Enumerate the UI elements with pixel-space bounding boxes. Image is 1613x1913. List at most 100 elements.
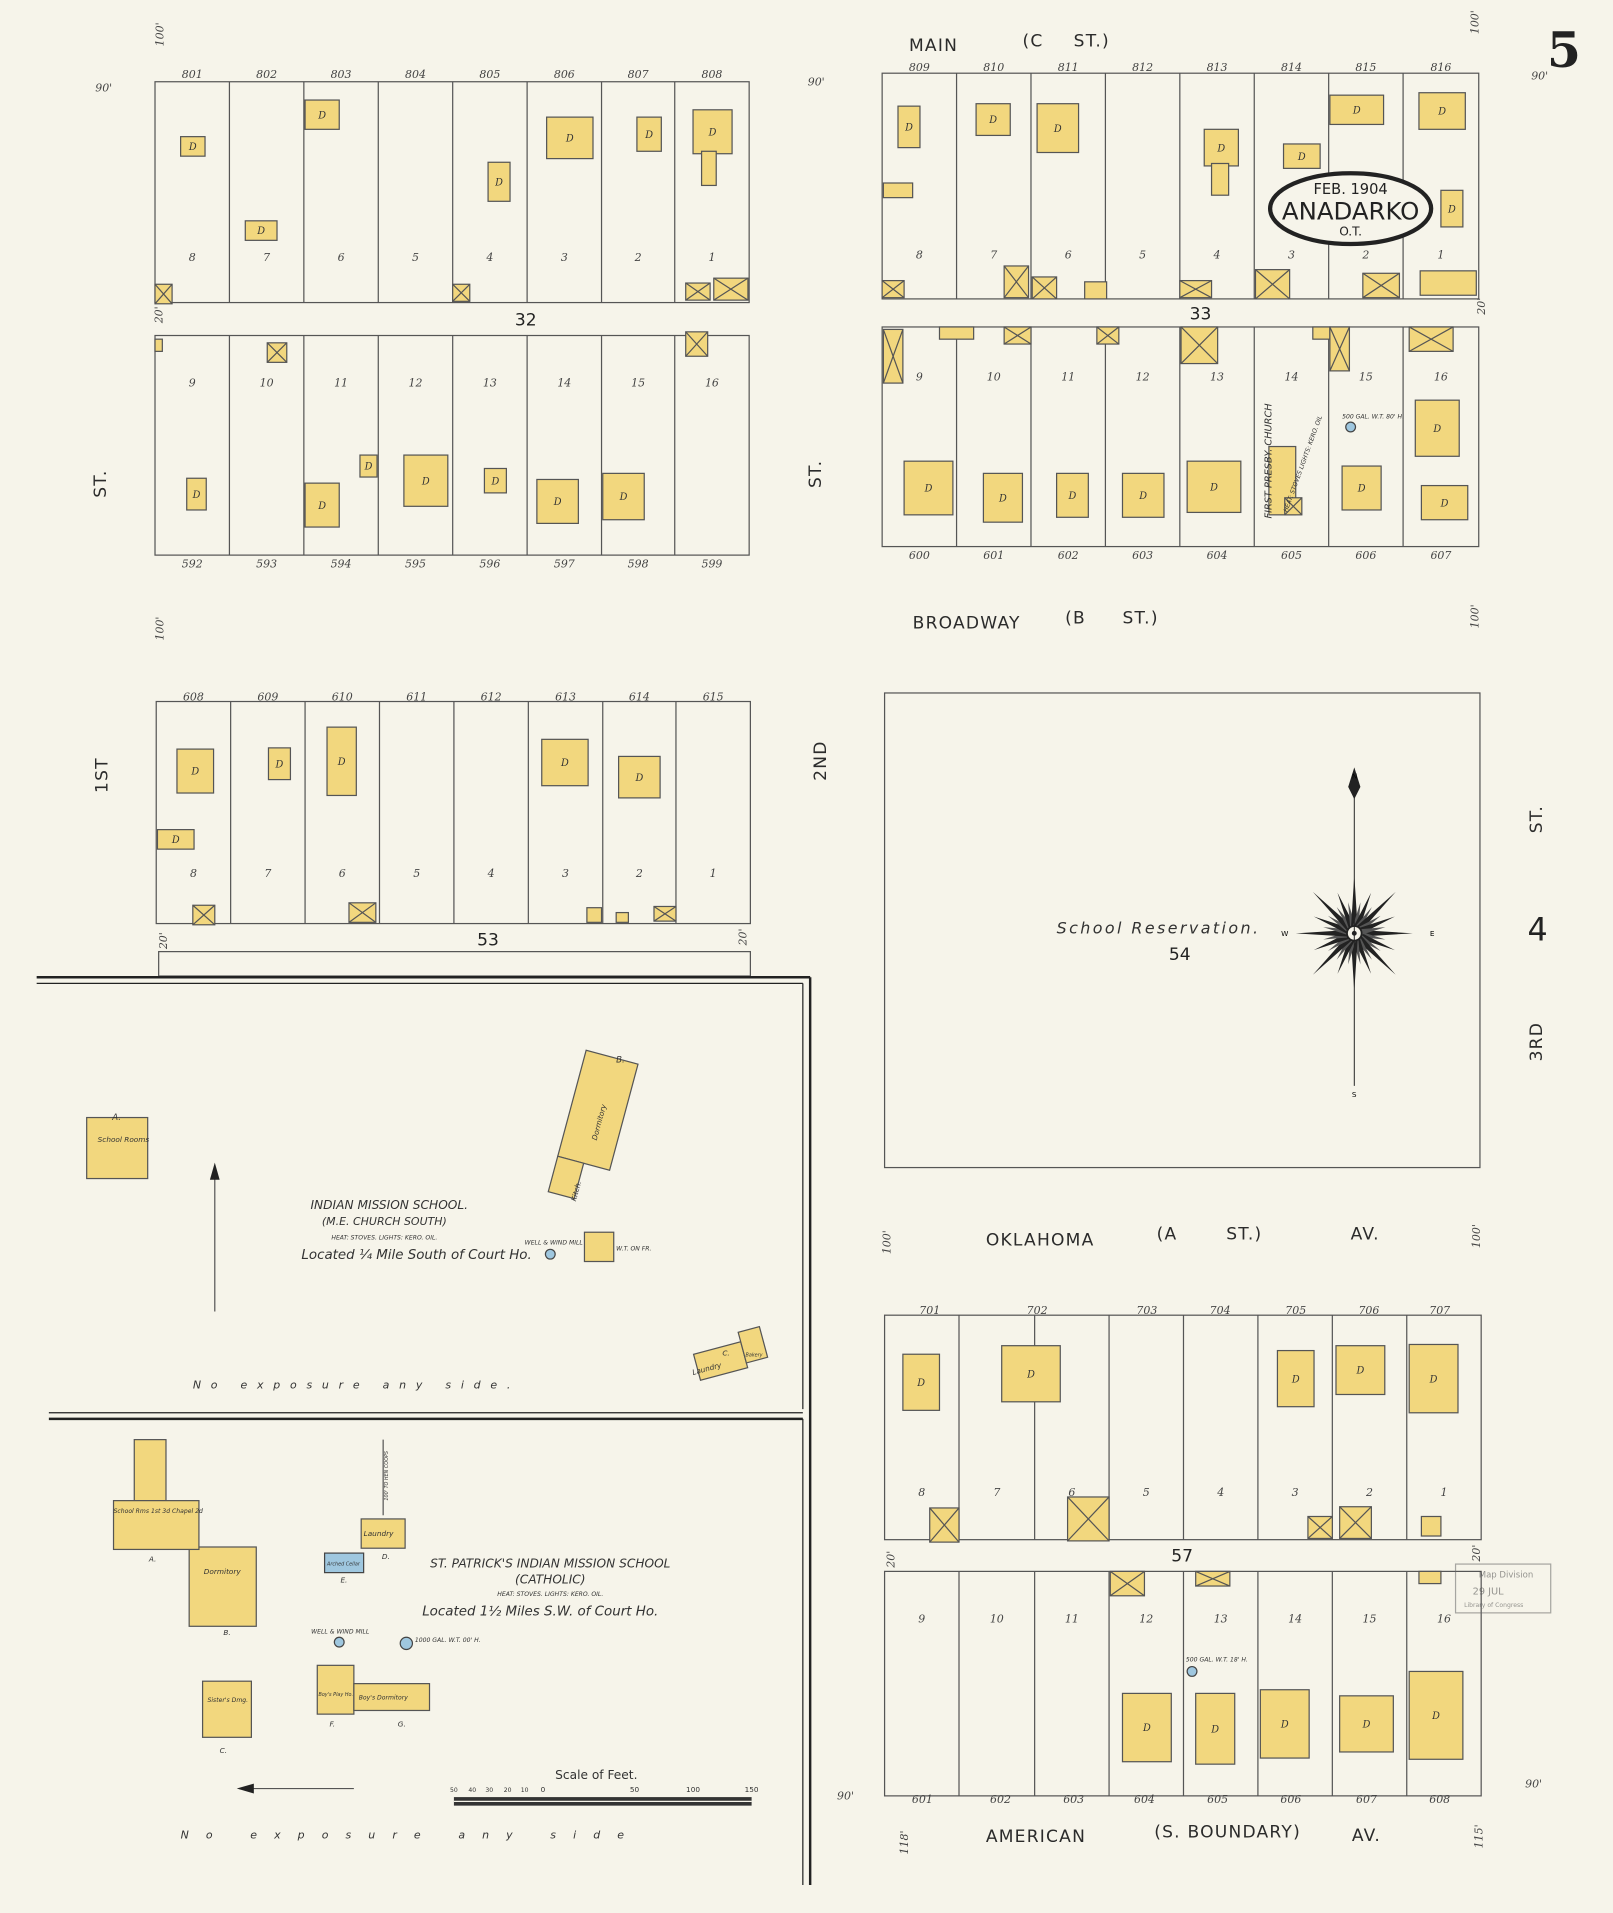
lot-number: 5 <box>413 867 420 880</box>
street-main-alt-open: (C <box>1022 31 1043 51</box>
lot-number: 8 <box>918 1486 925 1499</box>
lot-number: 3 <box>1292 1486 1299 1499</box>
dwelling-building: D <box>1121 472 1165 518</box>
dwelling-building: D <box>975 103 1011 137</box>
lot-number: 593 <box>256 557 277 570</box>
building <box>882 182 914 199</box>
dwelling-building: D <box>487 161 511 202</box>
shed-building <box>1195 1570 1231 1587</box>
bldg-b-letter: B. <box>616 1056 625 1066</box>
compass-s: S <box>1352 1090 1357 1099</box>
dwelling-label: D <box>560 758 569 769</box>
lot-number: 816 <box>1430 61 1451 74</box>
shed-building <box>1096 326 1120 345</box>
dwelling-building: D <box>1440 189 1464 228</box>
dwelling-label: D <box>337 757 346 768</box>
sisters-label: Sister's Dmg. <box>207 1696 248 1704</box>
lot-number: 8 <box>190 867 197 880</box>
dwelling-building: D <box>1001 1345 1061 1403</box>
dwelling-label: D <box>188 142 197 153</box>
dim-100-f: 100' <box>1470 1224 1483 1248</box>
block-number-33: 33 <box>1190 305 1212 325</box>
building <box>615 911 629 923</box>
shed-building <box>1307 1515 1333 1540</box>
label-d: D. <box>382 1552 390 1561</box>
dwelling-building: D <box>403 454 449 507</box>
lot-number: 607 <box>1430 549 1451 562</box>
lot-number: 801 <box>182 68 203 81</box>
lot-number: 603 <box>1132 549 1153 562</box>
wt-label: W.T. ON FR. <box>616 1246 651 1253</box>
lot-number: 13 <box>483 377 497 390</box>
block-number-53: 53 <box>477 931 499 951</box>
school-rooms-label: School Rms 1st 3d Chapel 2d <box>114 1507 203 1515</box>
street-broadway-alt-open: (B <box>1065 608 1086 628</box>
dim-90-d: 90' <box>837 1790 854 1803</box>
shed-building <box>713 277 749 301</box>
building <box>1420 1515 1442 1537</box>
lot-number: 610 <box>332 690 353 703</box>
scale-tick-label: 50 <box>450 1787 458 1794</box>
shed-building <box>881 279 905 299</box>
dwelling-building: D <box>902 1353 941 1411</box>
dwelling-building: D <box>156 829 195 850</box>
north-arrow-icon <box>1348 767 1361 800</box>
compass-rose: N S E W <box>1281 767 1435 1099</box>
compass-point <box>1337 931 1358 974</box>
hen-coops-label: 100' TO HEN COOPS <box>384 1451 390 1501</box>
dwelling-building: D <box>903 460 954 516</box>
title-date: FEB. 1904 <box>1314 181 1388 198</box>
library-stamp: Map Division 29 JUL Library of Congress <box>1454 1563 1552 1614</box>
lot-number: 614 <box>629 690 650 703</box>
stamp-line2: 29 JUL <box>1473 1587 1505 1598</box>
laundry-building <box>692 1325 769 1382</box>
lot-number: 613 <box>555 690 576 703</box>
lot-number: 16 <box>1437 1613 1451 1626</box>
dim-90-b: 90' <box>808 75 825 88</box>
scale-tick-label: 20 <box>504 1787 512 1794</box>
street-american-alt: (S. BOUNDARY) <box>1154 1822 1301 1842</box>
block-54-outline <box>883 692 1481 1169</box>
lot-number: 703 <box>1136 1304 1157 1317</box>
lot-number: 806 <box>554 68 575 81</box>
mission-church: (M.E. CHURCH SOUTH) <box>322 1215 447 1228</box>
dim-118: 118' <box>898 1830 911 1854</box>
lot-number: 1 <box>1437 249 1444 262</box>
lot-number: 608 <box>183 690 204 703</box>
lot-number: 815 <box>1355 61 1376 74</box>
dwelling-label: D <box>1138 491 1147 502</box>
dwelling-label: D <box>1432 424 1441 435</box>
lot-number: 4 <box>1213 249 1221 262</box>
dim-20-f: 20' <box>1470 1545 1483 1563</box>
dwelling-label: D <box>904 123 913 134</box>
shed-building <box>685 282 711 301</box>
bakery-label: Bakery <box>745 1353 762 1359</box>
lot-number: 705 <box>1285 1304 1306 1317</box>
street-third-suffix: ST. <box>1527 805 1547 833</box>
lot-number: 612 <box>481 690 502 703</box>
lot-number: 704 <box>1210 1304 1231 1317</box>
dwelling-building: D <box>1335 1345 1386 1396</box>
building <box>353 1683 431 1712</box>
dwelling-building: D <box>1055 472 1089 518</box>
street-main: MAIN <box>909 36 958 56</box>
dim-20-e: 20' <box>884 1551 897 1569</box>
shed-building <box>1408 326 1454 352</box>
dwelling-label: D <box>998 493 1007 504</box>
lot-number: 13 <box>1210 371 1224 384</box>
scale-tick-label: 150 <box>745 1785 759 1794</box>
arched-cellar <box>323 1552 365 1574</box>
dim-100-b: 100' <box>1469 10 1482 34</box>
dwelling-label: D <box>634 773 643 784</box>
compass-point <box>1351 891 1396 936</box>
dim-90: 90' <box>95 82 112 95</box>
dwelling-label: D <box>317 110 326 121</box>
dwelling-label: D <box>275 759 284 770</box>
lot-number: 7 <box>263 251 270 264</box>
dwelling-building: D <box>1414 399 1460 457</box>
dormitory-building <box>547 1049 639 1200</box>
lot-number: 9 <box>189 377 196 390</box>
lot-number: 701 <box>919 1304 940 1317</box>
lot-number: 599 <box>701 557 722 570</box>
